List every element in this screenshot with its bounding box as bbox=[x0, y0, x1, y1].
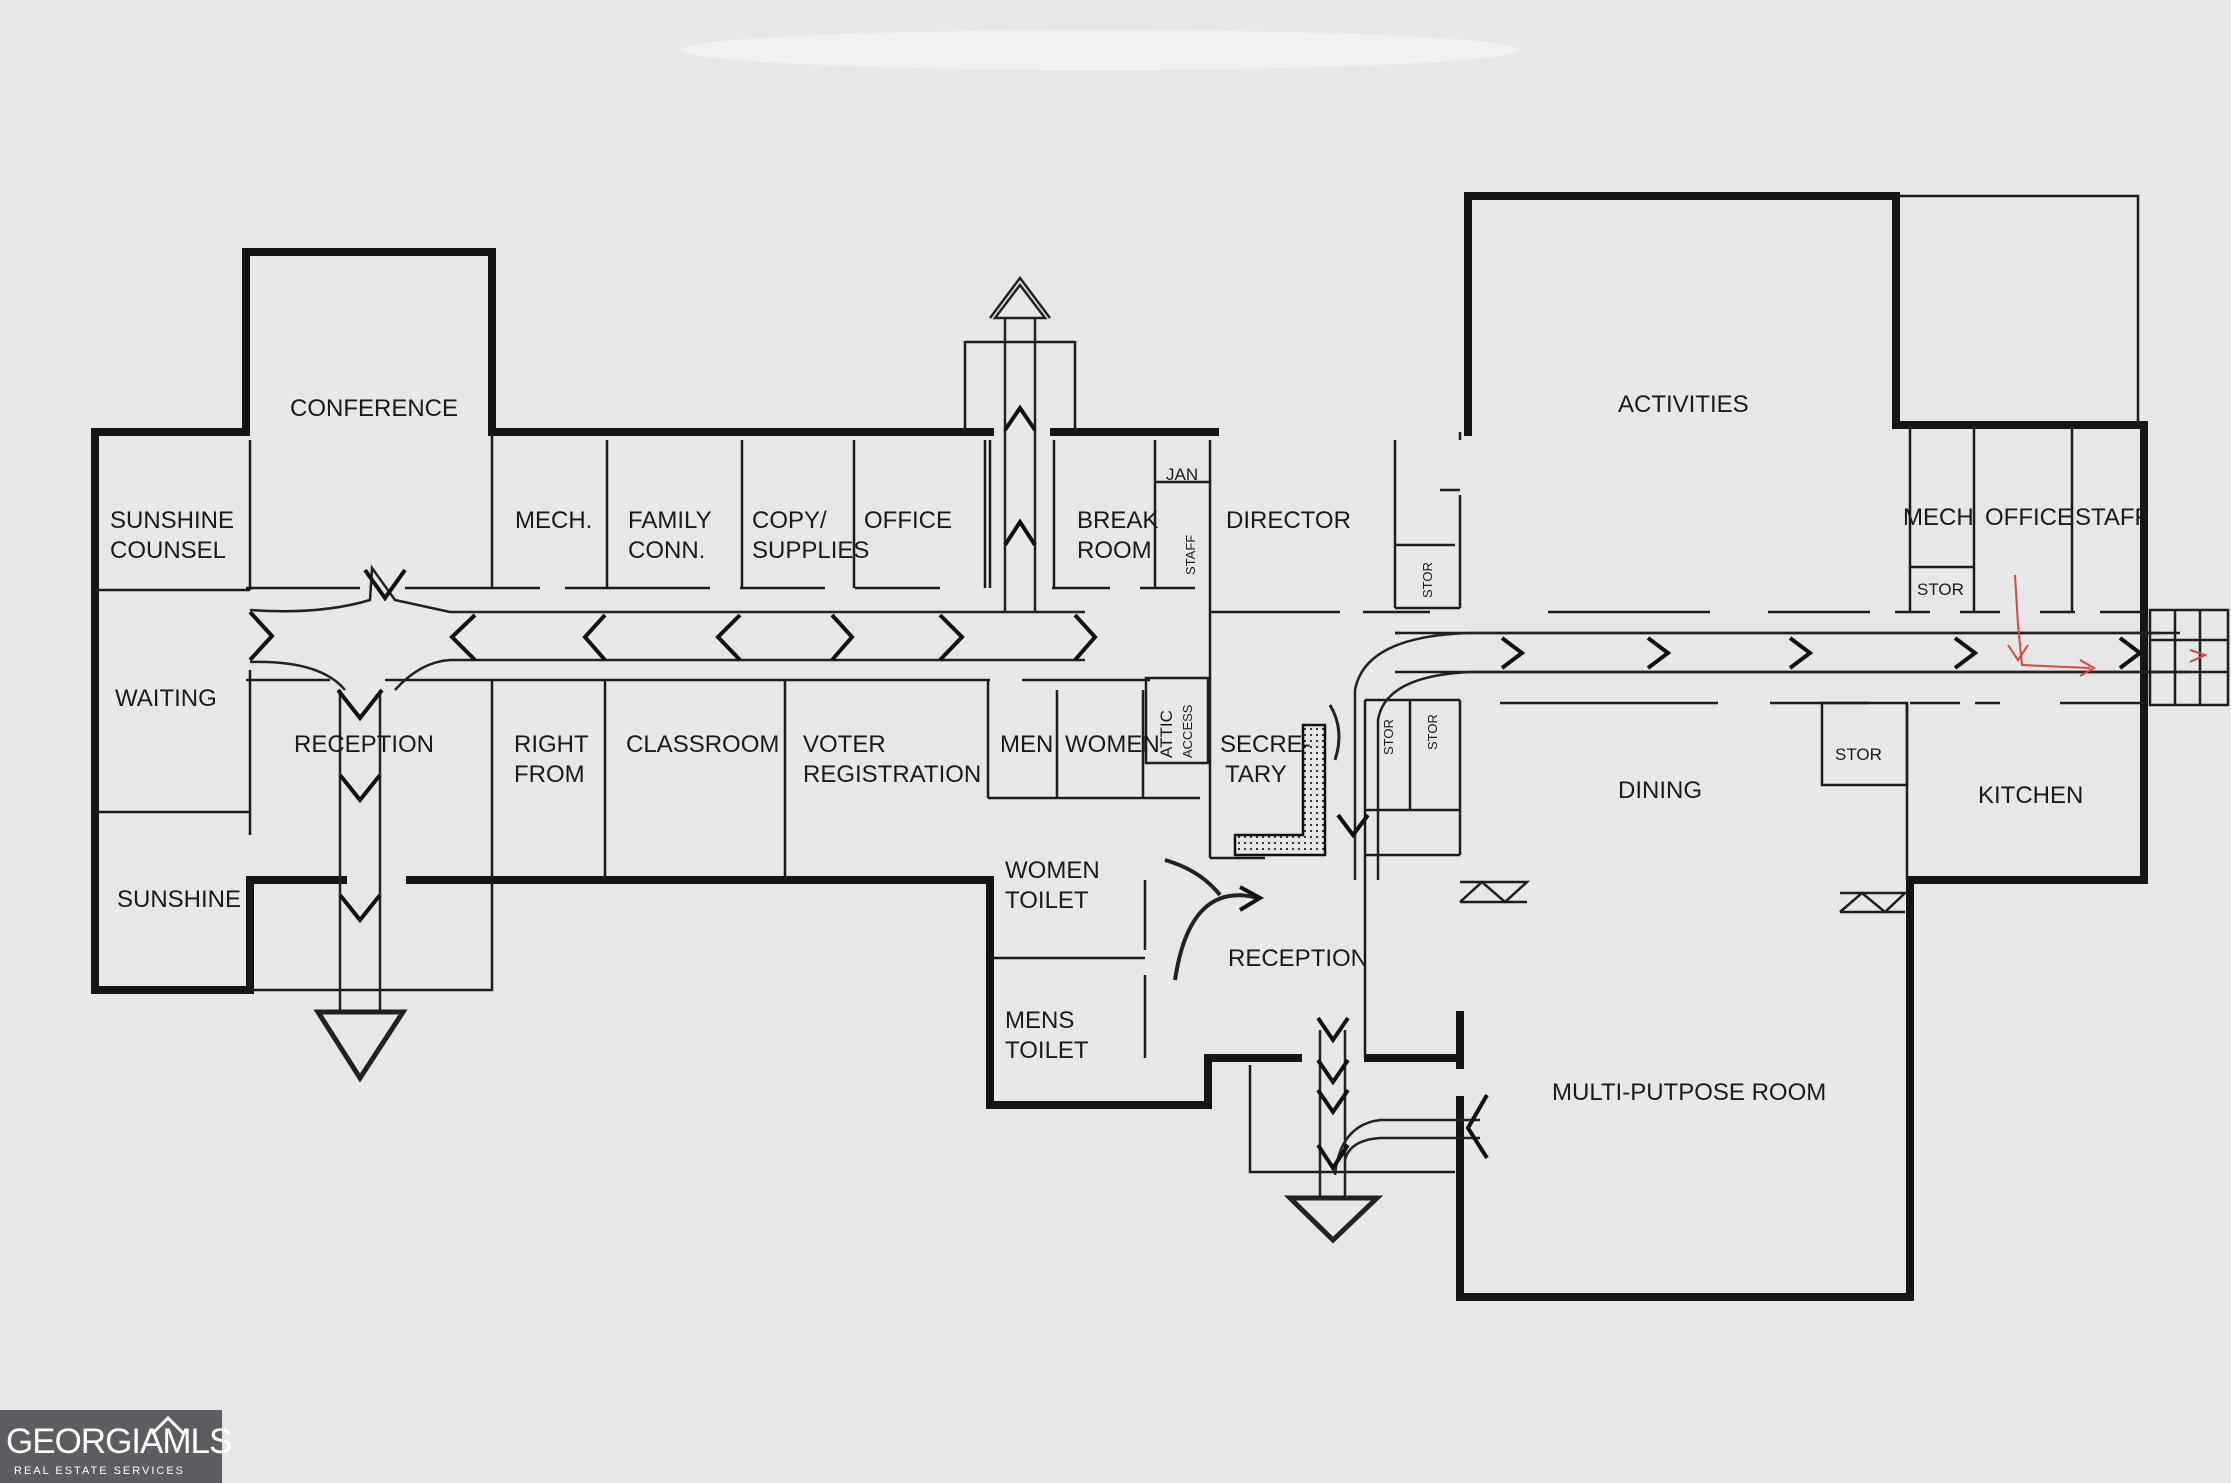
label-stor-a: STOR bbox=[1381, 719, 1396, 755]
label-sunshine: SUNSHINE bbox=[117, 886, 241, 913]
label-sunshine-counsel: SUNSHINE bbox=[110, 507, 234, 534]
label-women: WOMEN bbox=[1065, 731, 1160, 758]
label-mens-toilet: MENS bbox=[1005, 1007, 1074, 1034]
room-labels: CONFERENCE SUNSHINE COUNSEL WAITING SUNS… bbox=[110, 391, 2149, 1106]
label-multi-purpose: MULTI-PUTPOSE ROOM bbox=[1552, 1079, 1826, 1106]
evacuation-routes bbox=[249, 275, 2160, 1244]
label-reception-center: RECEPTION bbox=[1228, 945, 1368, 972]
label-secretary: SECRE- bbox=[1220, 731, 1311, 758]
label-women-toilet: WOMEN bbox=[1005, 857, 1100, 884]
label-family-conn-line2: CONN. bbox=[628, 537, 705, 564]
georgiamls-logo: GEORGIAMLS REAL ESTATE SERVICES bbox=[0, 1410, 232, 1483]
route-chevrons bbox=[248, 404, 2144, 1172]
label-copy-supplies: COPY/ bbox=[752, 507, 827, 534]
label-stor-right-top: STOR bbox=[1917, 580, 1964, 599]
label-attic-access: ACCESS bbox=[1180, 704, 1195, 758]
label-staff-vertical: STAFF bbox=[1183, 535, 1198, 575]
logo-tagline: REAL ESTATE SERVICES bbox=[14, 1465, 186, 1477]
label-stor-b: STOR bbox=[1425, 714, 1440, 750]
label-voter-registration-line2: REGISTRATION bbox=[803, 761, 981, 788]
label-stor-top: STOR bbox=[1420, 562, 1435, 598]
label-activities: ACTIVITIES bbox=[1618, 391, 1749, 418]
label-reception-left: RECEPTION bbox=[294, 731, 434, 758]
label-break-room: BREAK bbox=[1077, 507, 1158, 534]
red-annotation bbox=[2007, 574, 2208, 677]
roof-icon bbox=[150, 1415, 186, 1436]
label-mech-left: MECH. bbox=[515, 507, 592, 534]
label-stor-right-mid: STOR bbox=[1835, 745, 1882, 764]
label-men: MEN bbox=[1000, 731, 1053, 758]
label-break-room-line2: ROOM bbox=[1077, 537, 1152, 564]
label-women-toilet-line2: TOILET bbox=[1005, 887, 1089, 914]
label-sunshine-counsel-line2: COUNSEL bbox=[110, 537, 226, 564]
label-office-right: OFFICE bbox=[1985, 504, 2073, 531]
label-conference: CONFERENCE bbox=[290, 395, 458, 422]
label-attic: ATTIC bbox=[1157, 710, 1176, 758]
label-family-conn: FAMILY bbox=[628, 507, 712, 534]
label-copy-supplies-line2: SUPPLIES bbox=[752, 537, 869, 564]
label-kitchen: KITCHEN bbox=[1978, 782, 2083, 809]
label-office-left: OFFICE bbox=[864, 507, 952, 534]
reception-counter bbox=[1233, 723, 1327, 857]
label-staff-right: STAFF bbox=[2075, 504, 2149, 531]
label-right-from-line2: FROM bbox=[514, 761, 585, 788]
label-director: DIRECTOR bbox=[1226, 507, 1351, 534]
logo-brand: GEORGIAMLS bbox=[6, 1422, 232, 1461]
paper-shadow bbox=[680, 30, 1520, 70]
label-mech-right: MECH bbox=[1903, 504, 1974, 531]
label-jan: JAN bbox=[1166, 465, 1198, 484]
label-dining: DINING bbox=[1618, 777, 1702, 804]
label-right-from: RIGHT bbox=[514, 731, 589, 758]
interior-walls bbox=[95, 194, 2230, 1174]
label-classroom: CLASSROOM bbox=[626, 731, 779, 758]
label-voter-registration: VOTER bbox=[803, 731, 886, 758]
label-waiting: WAITING bbox=[115, 685, 217, 712]
label-mens-toilet-line2: TOILET bbox=[1005, 1037, 1089, 1064]
label-secretary-line2: TARY bbox=[1225, 761, 1287, 788]
